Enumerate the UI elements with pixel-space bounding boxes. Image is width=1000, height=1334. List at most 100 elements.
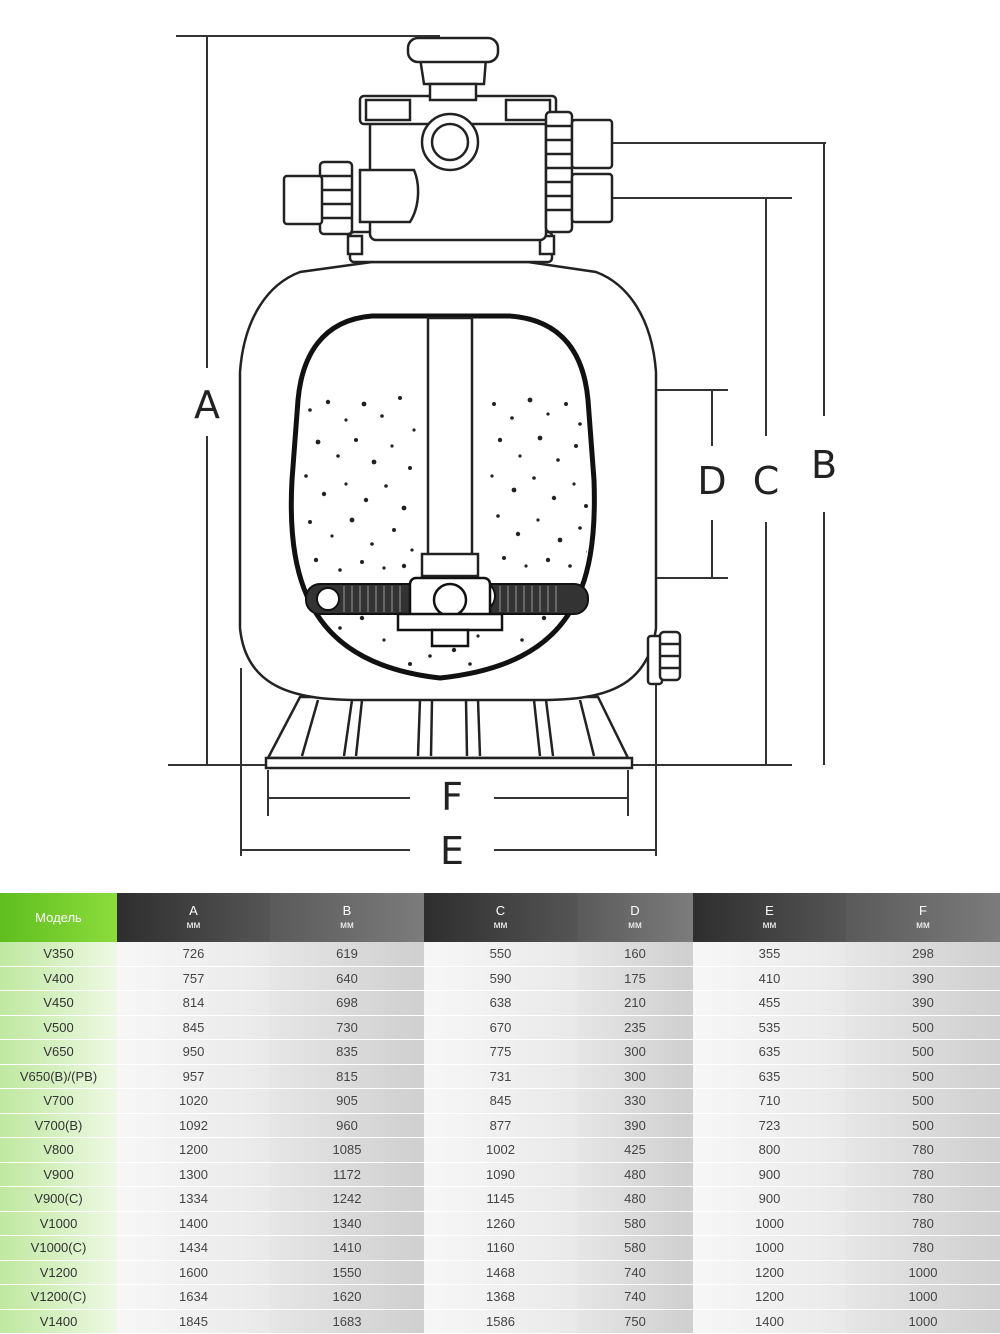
- cell-a: 1020: [117, 1088, 270, 1114]
- drain-plug: [646, 630, 682, 686]
- cell-f: 390: [846, 966, 1000, 991]
- cell-a: 957: [117, 1064, 270, 1089]
- cell-a: 1434: [117, 1235, 270, 1261]
- cell-e: 1200: [693, 1260, 846, 1285]
- cell-c: 1260: [424, 1211, 577, 1236]
- column-header-unit: мм: [762, 920, 777, 931]
- cell-f: 298: [846, 942, 1000, 967]
- table-header-row: Модель A мм B мм C мм D мм E мм: [0, 893, 1000, 942]
- cell-b: 1550: [270, 1260, 424, 1285]
- cell-b: 619: [270, 942, 424, 967]
- cell-f: 780: [846, 1186, 1000, 1212]
- cell-d: 210: [577, 990, 693, 1016]
- cell-c: 731: [424, 1064, 577, 1089]
- cell-c: 1468: [424, 1260, 577, 1285]
- sand-filter-diagram: A B C D F E: [168, 35, 837, 873]
- cell-c: 845: [424, 1088, 577, 1114]
- dimension-label-e: E: [440, 829, 464, 873]
- cell-b: 640: [270, 966, 424, 991]
- cell-e: 355: [693, 942, 846, 967]
- cell-b: 1172: [270, 1162, 424, 1187]
- cell-b: 1085: [270, 1137, 424, 1163]
- column-header-a: A мм: [117, 893, 270, 942]
- cell-b: 960: [270, 1113, 424, 1138]
- dimension-label-d: D: [697, 459, 726, 503]
- cell-c: 1160: [424, 1235, 577, 1261]
- cell-e: 455: [693, 990, 846, 1016]
- central-pipe: [420, 316, 480, 578]
- cell-e: 1200: [693, 1284, 846, 1310]
- cell-a: 757: [117, 966, 270, 991]
- column-header-unit: мм: [916, 920, 930, 931]
- cell-c: 590: [424, 966, 577, 991]
- cell-f: 780: [846, 1235, 1000, 1261]
- cell-model: V900: [0, 1162, 117, 1187]
- column-header-unit: мм: [186, 920, 201, 931]
- column-header-c: C мм: [424, 893, 577, 942]
- column-header-unit: мм: [340, 920, 354, 931]
- cell-e: 800: [693, 1137, 846, 1163]
- cell-f: 1000: [846, 1309, 1000, 1334]
- cell-e: 1000: [693, 1211, 846, 1236]
- cell-model: V700: [0, 1088, 117, 1114]
- multiport-valve: [282, 36, 614, 264]
- cell-f: 390: [846, 990, 1000, 1016]
- cell-e: 710: [693, 1088, 846, 1114]
- cell-f: 780: [846, 1137, 1000, 1163]
- cell-c: 1368: [424, 1284, 577, 1310]
- cell-model: V500: [0, 1015, 117, 1040]
- column-header-b: B мм: [270, 893, 424, 942]
- cell-d: 160: [577, 942, 693, 967]
- cell-d: 175: [577, 966, 693, 991]
- column-header-unit: мм: [493, 920, 508, 931]
- cell-model: V1000(C): [0, 1235, 117, 1261]
- cell-d: 300: [577, 1039, 693, 1065]
- cell-model: V1200: [0, 1260, 117, 1285]
- sand-media: [304, 396, 590, 666]
- cell-c: 1090: [424, 1162, 577, 1187]
- column-header-unit: мм: [628, 920, 642, 931]
- cell-a: 1334: [117, 1186, 270, 1212]
- cell-e: 900: [693, 1186, 846, 1212]
- cell-d: 390: [577, 1113, 693, 1138]
- filter-base: [264, 695, 634, 770]
- cell-a: 1200: [117, 1137, 270, 1163]
- cell-a: 950: [117, 1039, 270, 1065]
- dimensions-table: Модель A мм B мм C мм D мм E мм: [0, 893, 1000, 1334]
- cell-model: V1000: [0, 1211, 117, 1236]
- column-header-model: Модель: [0, 893, 117, 942]
- cell-c: 550: [424, 942, 577, 967]
- cell-d: 580: [577, 1211, 693, 1236]
- cell-model: V350: [0, 942, 117, 967]
- cell-e: 900: [693, 1162, 846, 1187]
- column-header-f: F мм: [846, 893, 1000, 942]
- cell-c: 1145: [424, 1186, 577, 1212]
- cell-f: 500: [846, 1088, 1000, 1114]
- cell-model: V900(C): [0, 1186, 117, 1212]
- cell-f: 1000: [846, 1284, 1000, 1310]
- cell-c: 670: [424, 1015, 577, 1040]
- cell-b: 1242: [270, 1186, 424, 1212]
- cell-model: V650(B)/(PB): [0, 1064, 117, 1089]
- collector-laterals: [305, 576, 589, 648]
- cell-f: 780: [846, 1211, 1000, 1236]
- cell-f: 500: [846, 1039, 1000, 1065]
- column-header-label: F: [919, 903, 927, 918]
- cell-b: 698: [270, 990, 424, 1016]
- column-header-label: Модель: [35, 910, 82, 925]
- cell-b: 815: [270, 1064, 424, 1089]
- cell-a: 1600: [117, 1260, 270, 1285]
- cell-a: 1634: [117, 1284, 270, 1310]
- cell-c: 1586: [424, 1309, 577, 1334]
